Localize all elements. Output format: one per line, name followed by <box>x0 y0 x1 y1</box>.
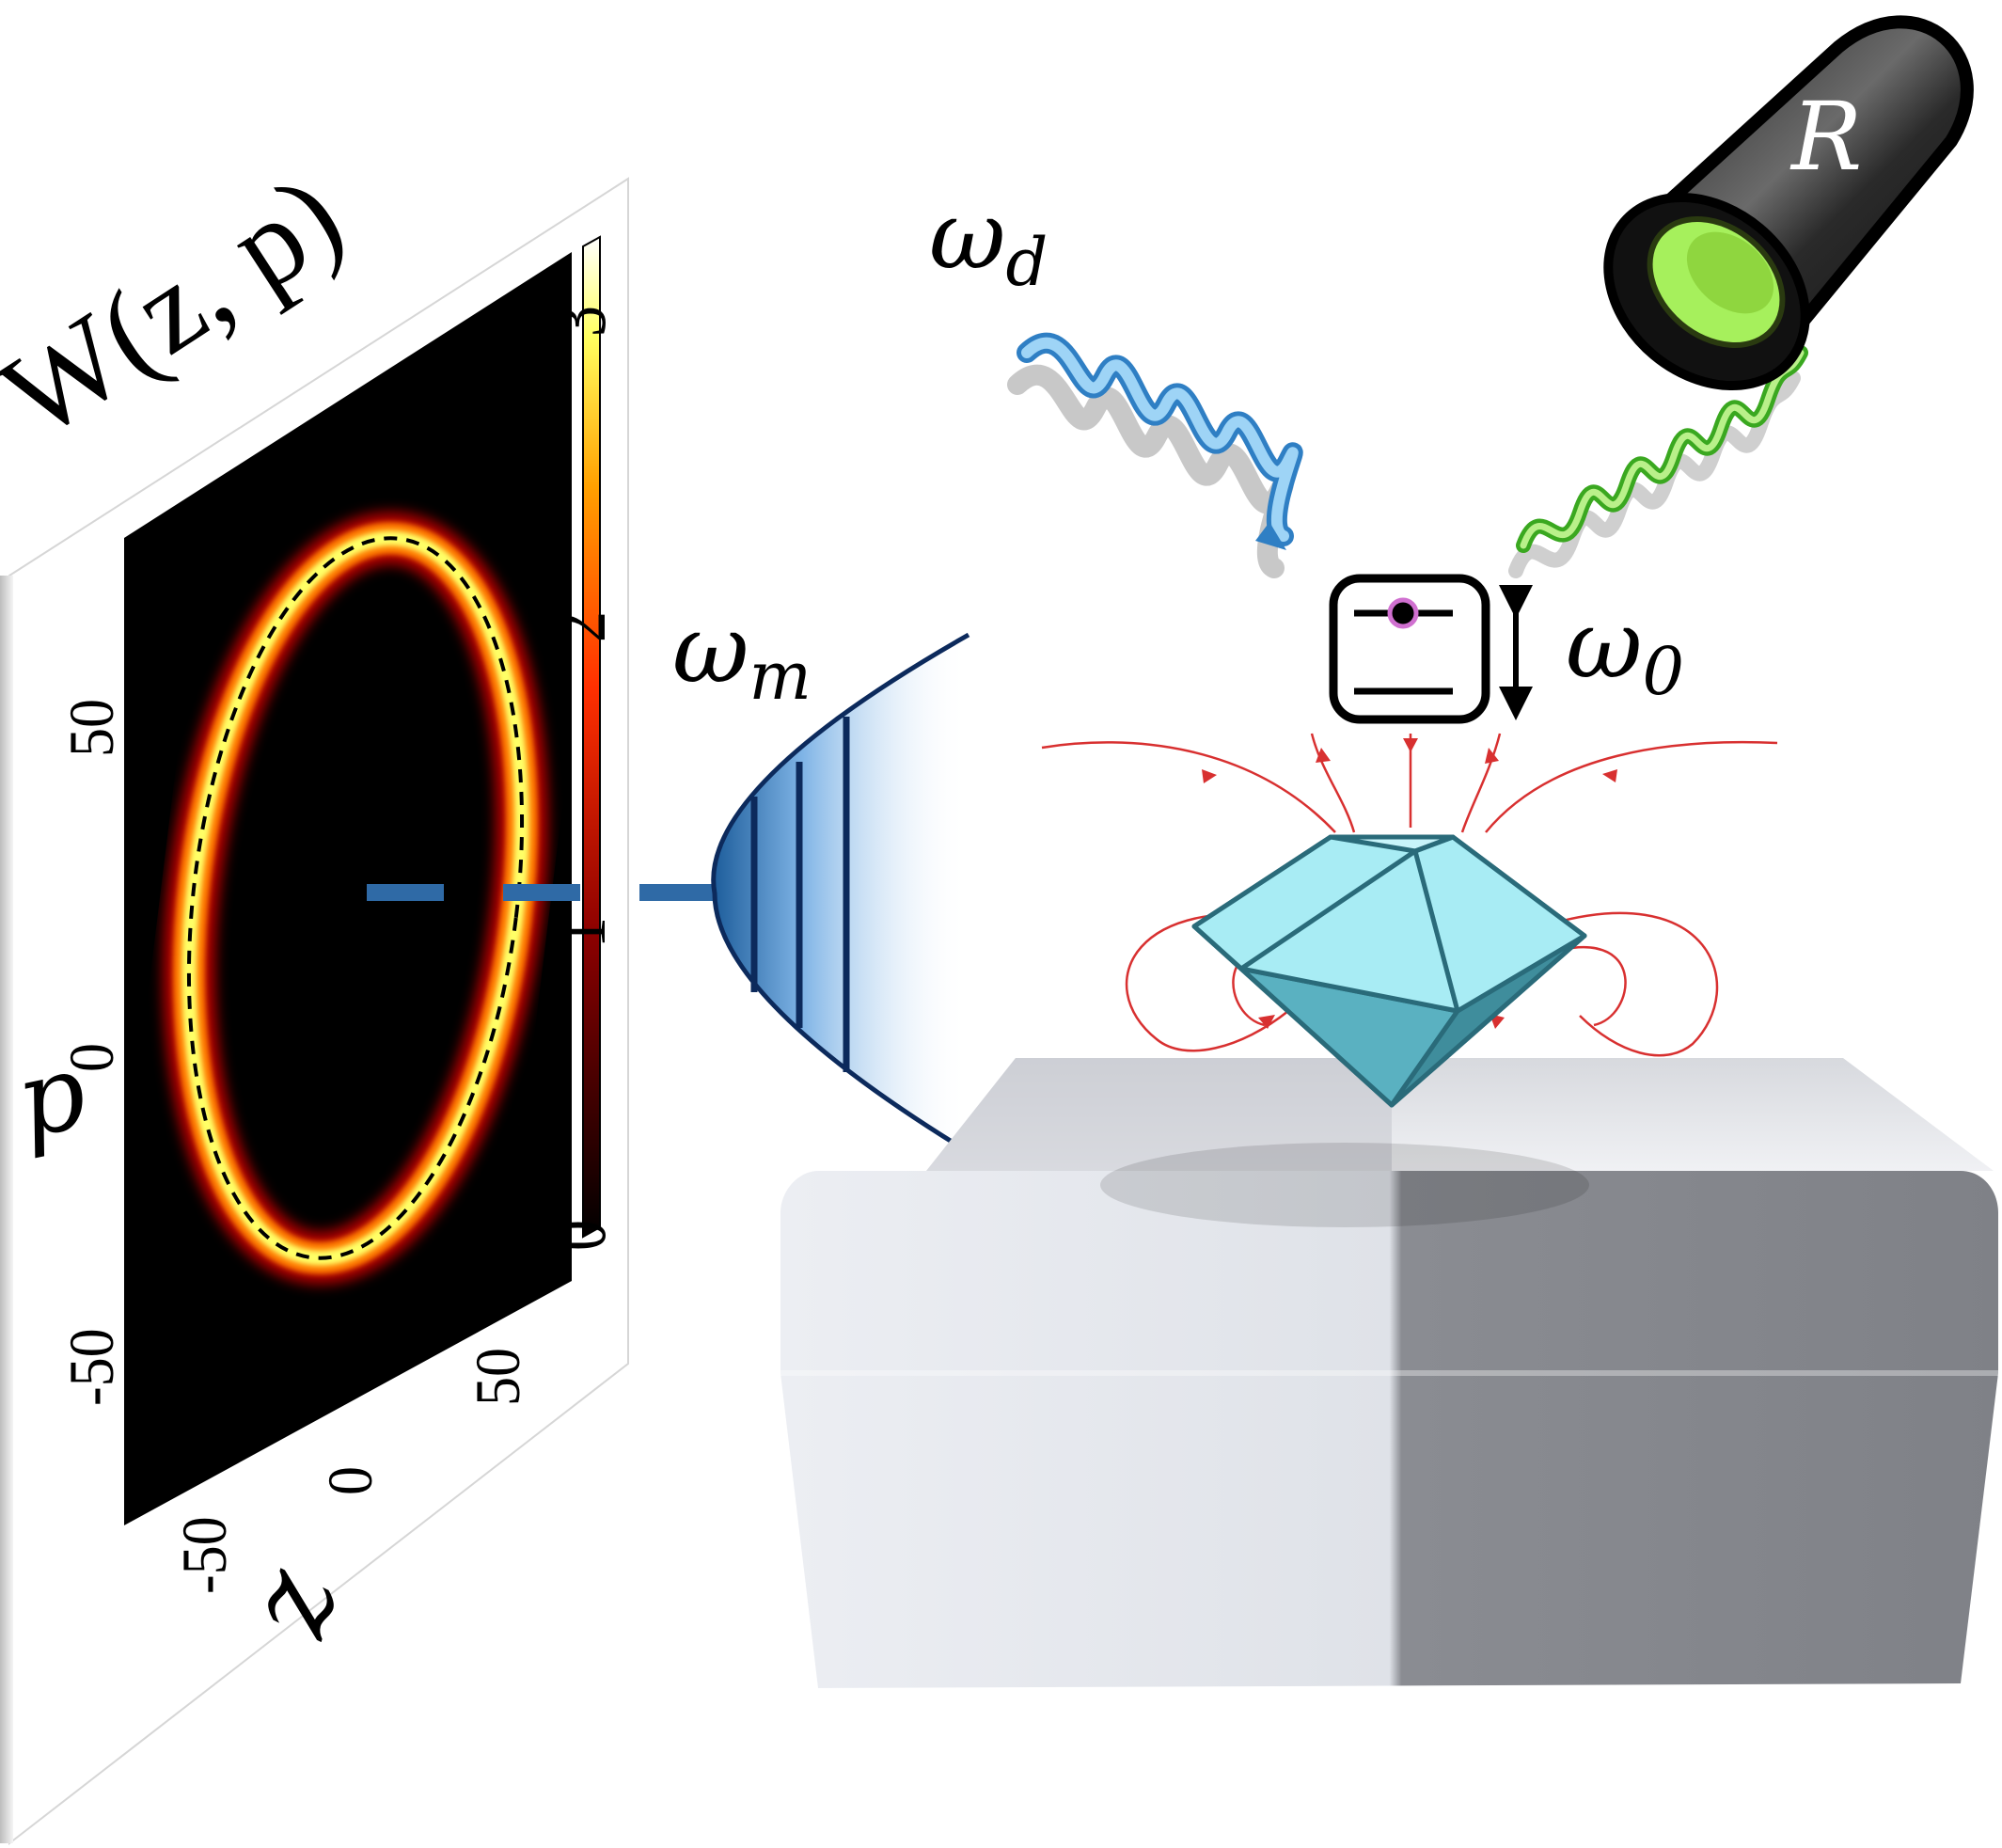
colorbar <box>582 235 601 1239</box>
nanodiamond <box>1191 834 1587 1108</box>
colorbar-tick-3: 3 <box>533 306 623 337</box>
dashed-reference-ellipse <box>186 536 525 1260</box>
panel-edge <box>0 576 13 1843</box>
readout-photon-wave <box>1508 345 1808 578</box>
x-tick-50: 50 <box>463 1348 533 1406</box>
readout-detector: R <box>1603 15 1974 391</box>
mechanical-frequency-label: ωm <box>672 594 812 715</box>
colorbar-tick-2: 2 <box>533 611 623 642</box>
qubit-state-dot <box>1387 597 1419 629</box>
colorbar-tick-1: 1 <box>533 917 623 948</box>
harmonic-potential <box>711 632 970 1155</box>
wigner-panel: W(z, p) 3 2 1 0 50 0 -50 p -50 0 50 z <box>0 148 629 1846</box>
wigner-ring <box>162 512 549 1285</box>
diamond-shadow <box>1100 1143 1589 1227</box>
y-tick-minus50: -50 <box>56 1328 127 1406</box>
drive-photon-wave <box>1007 332 1303 578</box>
y-tick-0: 0 <box>56 1043 127 1072</box>
qubit-frequency-label: ω0 <box>1566 590 1684 710</box>
y-tick-50: 50 <box>56 699 127 757</box>
colorbar-tick-0: 0 <box>533 1220 623 1251</box>
x-tick-minus50: -50 <box>169 1516 240 1594</box>
connector-line <box>367 884 715 901</box>
readout-label: R <box>1789 82 1862 192</box>
x-tick-0: 0 <box>315 1466 386 1495</box>
qubit-level-diagram <box>1329 574 1490 724</box>
substrate-block <box>780 1058 1998 1688</box>
drive-frequency-label: ωd <box>929 181 1048 301</box>
